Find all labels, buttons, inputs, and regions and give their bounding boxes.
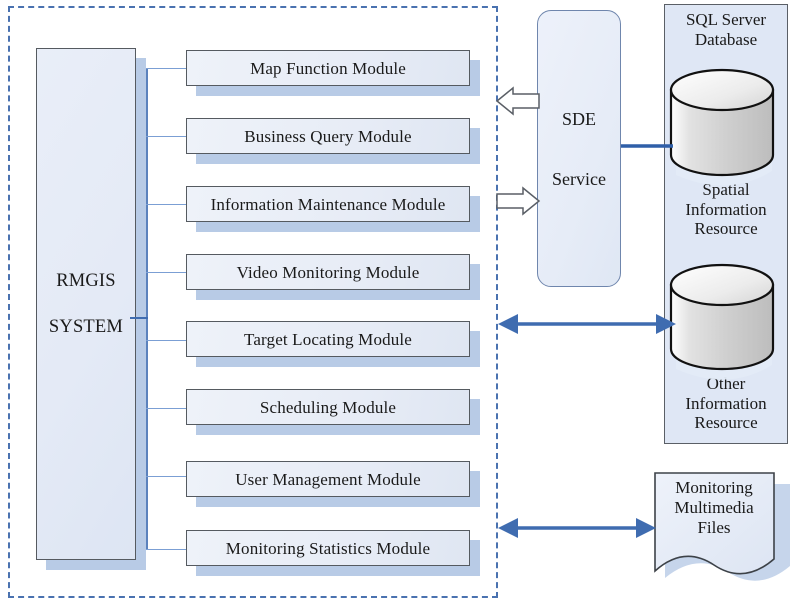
spatial-resource-caption: Spatial Information Resource [664,180,788,239]
module-box-business-query[interactable]: Business Query Module [186,118,470,154]
other-resource-caption-line3: Resource [694,413,758,433]
sde-service-box[interactable]: SDE Service [537,10,621,287]
module-box-user-management[interactable]: User Management Module [186,461,470,497]
module-label: Scheduling Module [259,397,397,417]
sde-label-line2: Service [552,168,606,189]
system-boundary-dashed-rect [8,6,498,598]
module-label: Target Locating Module [244,329,412,349]
sde-label-line1: SDE [561,108,596,129]
module-box-map-function[interactable]: Map Function Module [186,50,470,86]
connector-stub-3 [146,204,186,206]
module-label: User Management Module [235,469,421,489]
connector-stub-4 [146,272,186,274]
multimedia-caption-line1: Monitoring [675,478,753,497]
double-arrow-other-resource [498,314,676,334]
tree-trunk-line [146,68,148,550]
module-label: Video Monitoring Module [236,262,420,282]
tree-trunk-join-line [130,317,148,319]
multimedia-caption-line2: Multimedia [674,498,754,518]
module-label: Information Maintenance Module [210,194,446,214]
other-resource-caption-line1: Other [706,374,746,393]
module-box-target-locating[interactable]: Target Locating Module [186,321,470,357]
module-label: Monitoring Statistics Module [225,538,431,558]
rmgis-name-line2: SYSTEM [48,317,124,337]
rmgis-system-box[interactable]: RMGIS SYSTEM [36,48,136,560]
multimedia-caption-line3: Files [697,518,731,538]
sql-panel-title-line1: SQL Server [685,10,767,29]
connector-stub-1 [146,68,186,70]
double-arrow-multimedia-files [498,518,656,538]
spatial-resource-caption-line3: Resource [694,219,758,239]
spatial-resource-caption-line1: Spatial [702,180,750,199]
connector-stub-8 [146,549,186,551]
module-box-information-maintenance[interactable]: Information Maintenance Module [186,186,470,222]
sql-panel-title-line2: Database [694,29,758,49]
connector-stub-5 [146,340,186,342]
other-resource-caption-line2: Information [685,393,767,413]
connector-stub-6 [146,408,186,410]
module-label: Map Function Module [250,58,406,78]
connector-stub-7 [146,476,186,478]
module-box-scheduling[interactable]: Scheduling Module [186,389,470,425]
module-label: Business Query Module [244,126,412,146]
multimedia-files-caption: Monitoring Multimedia Files [655,478,773,538]
sql-panel-title: SQL Server Database [664,10,788,49]
connector-stub-2 [146,136,186,138]
hollow-arrow-left-sde-output [495,86,540,116]
module-box-video-monitoring[interactable]: Video Monitoring Module [186,254,470,290]
spatial-resource-caption-line2: Information [685,199,767,219]
other-resource-caption: Other Information Resource [664,374,788,433]
rmgis-name-line1: RMGIS [56,270,116,291]
module-box-monitoring-statistics[interactable]: Monitoring Statistics Module [186,530,470,566]
hollow-arrow-right-sde-input [496,186,541,216]
